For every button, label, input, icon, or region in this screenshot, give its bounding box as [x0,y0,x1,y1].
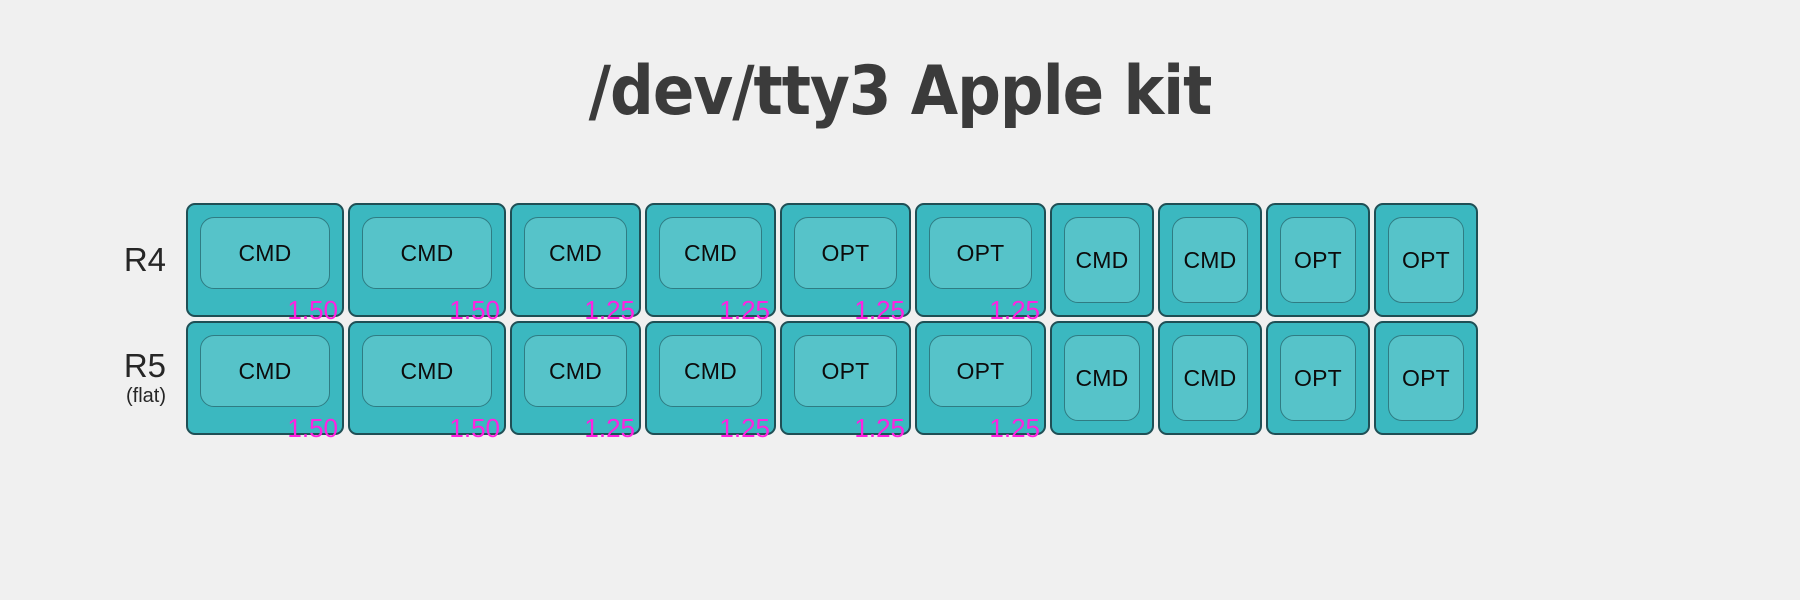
keycap-legend: CMD [1183,246,1237,273]
keycap-size-label: 1.25 [719,413,770,443]
keycap-size-label: 1.25 [989,413,1040,443]
keycap[interactable]: CMD 1.50 [186,203,344,323]
keycap-top-surface [1388,335,1464,421]
keycap-size-label: 1.50 [287,413,338,443]
keycap-size-label: 1.25 [584,295,635,325]
keycap-legend: CMD [684,239,737,266]
keycap[interactable]: CMD 1.50 [186,321,344,441]
keycap-legend: CMD [549,357,602,384]
keycap[interactable]: CMD 1.25 [645,321,776,441]
key-group: CMD 1.50 CMD 1.50 CMD 1.25 CMD 1.25 OPT 1.25 OPT 1.… [186,203,1482,323]
keycap[interactable]: CMD 1.25 [645,203,776,323]
keycap-legend: CMD [1183,364,1237,391]
keycap-legend: CMD [400,239,454,266]
keycap[interactable]: OPT 1.25 [780,321,911,441]
keycap-top-surface [1280,335,1356,421]
keycap-top-surface [200,335,330,407]
keycap[interactable]: CMD 1.25 [510,203,641,323]
keycap[interactable]: CMD [1158,321,1262,435]
keycap-size-label: 1.25 [854,413,905,443]
keycap-legend: OPT [821,239,870,266]
keycap[interactable]: CMD [1050,321,1154,435]
row-label-text: R4 [123,240,166,278]
keycap-top-surface [1064,217,1140,303]
keycap-top-surface [362,217,492,289]
page-title: /dev/tty3 Apple kit [588,52,1213,131]
keycap-legend: OPT [821,357,870,384]
keycap-top-surface [794,335,897,407]
keycap-top-surface [929,335,1032,407]
keycap-top-surface [1388,217,1464,303]
keycap-size-label: 1.50 [449,413,500,443]
keycap-legend: CMD [1075,246,1129,273]
keycap-top-surface [524,217,627,289]
row-label-sublabel: (flat) [126,384,166,407]
key-group: CMD 1.50 CMD 1.50 CMD 1.25 CMD 1.25 OPT 1.25 OPT 1.… [186,321,1482,441]
keycap-legend: CMD [400,357,454,384]
keycap[interactable]: CMD [1050,203,1154,317]
keycap-legend: CMD [238,357,292,384]
keycap[interactable]: OPT [1374,203,1478,317]
keycap-legend: OPT [1294,364,1342,391]
keycap-top-surface [659,217,762,289]
keycap-size-label: 1.25 [584,413,635,443]
row-label-r5: R5(flat) [0,321,166,435]
keycap-size-label: 1.50 [449,295,500,325]
keycap-top-surface [1064,335,1140,421]
keycap-top-surface [1280,217,1356,303]
keycap-top-surface [524,335,627,407]
keycap-size-label: 1.25 [854,295,905,325]
keycap[interactable]: CMD [1158,203,1262,317]
keycap-legend: OPT [1294,246,1342,273]
keyboard-row: R5(flat) CMD 1.50 CMD 1.50 CMD 1.25 CMD 1.25 OPT 1… [0,321,1800,441]
keycap-legend: OPT [956,239,1005,266]
keycap-legend: CMD [1075,364,1129,391]
keycap-top-surface [1172,335,1248,421]
keycap-legend: OPT [1402,364,1450,391]
keycap[interactable]: CMD 1.25 [510,321,641,441]
keycap[interactable]: OPT [1266,321,1370,435]
keycap-top-surface [929,217,1032,289]
keycap-legend: OPT [1402,246,1450,273]
keycap-legend: CMD [238,239,292,266]
keycap[interactable]: CMD 1.50 [348,203,506,323]
keycap[interactable]: OPT [1374,321,1478,435]
keycap-legend: CMD [684,357,737,384]
keycap[interactable]: OPT 1.25 [780,203,911,323]
keycap-top-surface [659,335,762,407]
row-label-r4: R4 [0,203,166,317]
keycap-top-surface [362,335,492,407]
keycap-top-surface [200,217,330,289]
keycap[interactable]: OPT 1.25 [915,203,1046,323]
keycap-legend: OPT [956,357,1005,384]
keycap[interactable]: CMD 1.50 [348,321,506,441]
row-label-text: R5 [123,347,166,385]
keycap[interactable]: OPT [1266,203,1370,317]
keycap-size-label: 1.50 [287,295,338,325]
keycap-size-label: 1.25 [989,295,1040,325]
keycap-top-surface [1172,217,1248,303]
keycap[interactable]: OPT 1.25 [915,321,1046,441]
keycap-size-label: 1.25 [719,295,770,325]
keycap-top-surface [794,217,897,289]
keycap-legend: CMD [549,239,602,266]
